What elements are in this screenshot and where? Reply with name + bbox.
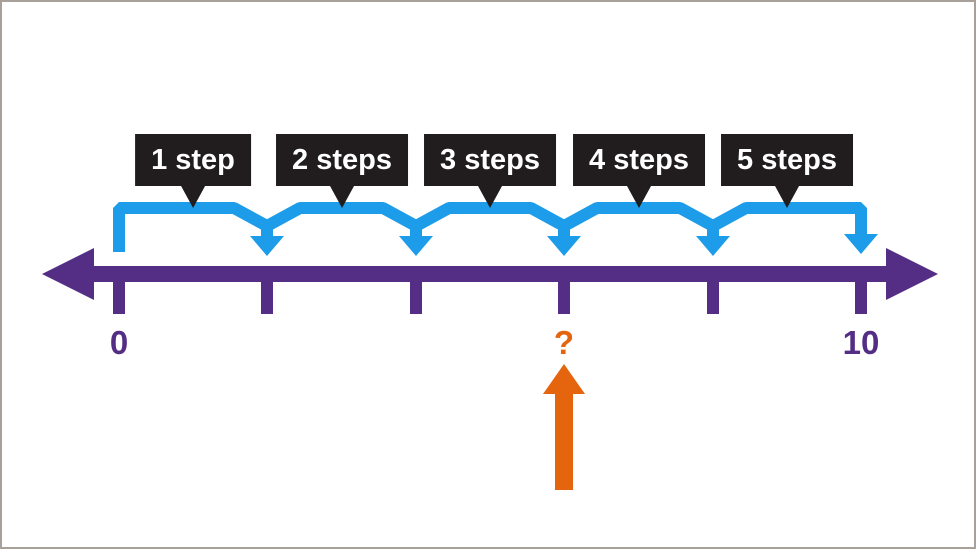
step-label-text: 1 step	[151, 144, 235, 176]
right-arrow-icon	[886, 248, 938, 300]
step-label-5: 5 steps	[721, 134, 853, 208]
tick-mark	[261, 266, 273, 314]
tick-mark	[855, 266, 867, 314]
step-label-3: 3 steps	[424, 134, 556, 208]
label-tail	[329, 186, 354, 208]
left-arrow-icon	[42, 248, 94, 300]
tick-mark	[113, 266, 125, 314]
step-arrow-icon	[250, 220, 878, 256]
step-label-2: 2 steps	[276, 134, 408, 208]
tick-mark	[558, 266, 570, 314]
steps-path	[113, 202, 867, 252]
tick-mark	[707, 266, 719, 314]
number-line-bar	[64, 266, 916, 282]
step-label-1: 1 step	[135, 134, 251, 208]
step-label-text: 5 steps	[737, 144, 837, 176]
step-label-text: 4 steps	[589, 144, 689, 176]
label-tail	[477, 186, 502, 208]
unknown-position-arrow-icon	[543, 364, 585, 490]
step-label-4: 4 steps	[573, 134, 705, 208]
label-tail	[774, 186, 799, 208]
number-line	[42, 248, 938, 314]
tick-mark	[410, 266, 422, 314]
tick-label-unknown: ?	[553, 324, 575, 361]
step-label-text: 2 steps	[292, 144, 392, 176]
step-label-text: 3 steps	[440, 144, 540, 176]
label-tail	[626, 186, 651, 208]
label-tail	[180, 186, 205, 208]
tick-label-10: 10	[842, 324, 880, 361]
tick-label-0: 0	[109, 324, 129, 361]
